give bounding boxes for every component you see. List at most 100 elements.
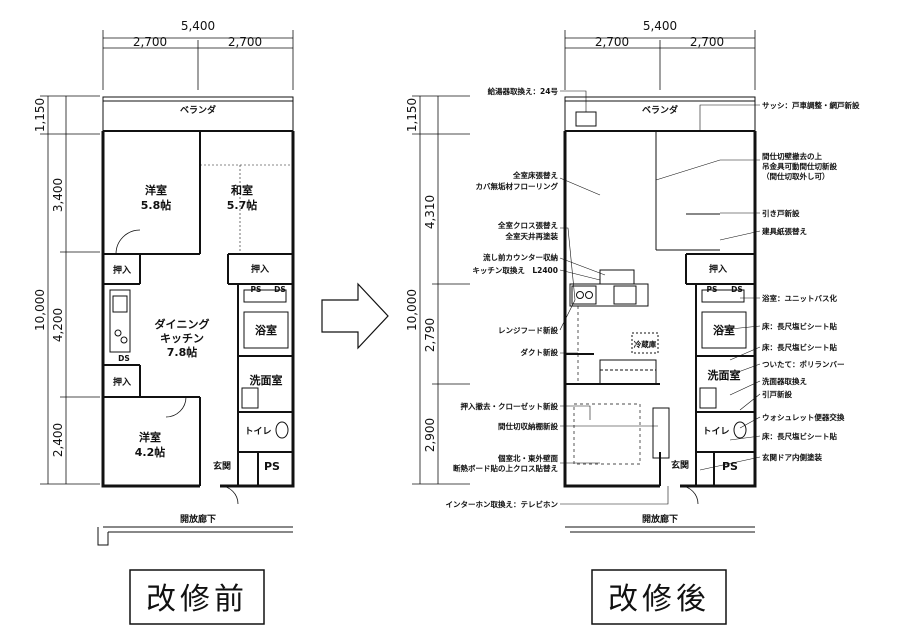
before-corridor-label: 開放廊下 xyxy=(180,513,216,525)
ann-right-0: サッシ：戸車調整・網戸新設 xyxy=(762,100,860,110)
before-oshiire2: 押入 xyxy=(251,263,269,275)
ann-right-3: （間仕切取外し可） xyxy=(762,171,830,181)
before-top-dimensions xyxy=(102,30,294,90)
before-washitsu-name: 和室 xyxy=(231,183,253,197)
after-corridor-label: 開放廊下 xyxy=(642,513,678,525)
after-texts: 5,400 2,700 2,700 1,150 4,310 10,000 2,7… xyxy=(405,19,860,617)
ann-left-1: 全室床張替え xyxy=(512,170,558,180)
after-side-dimensions xyxy=(412,95,470,485)
before-yoshitsu1-size: 5.8帖 xyxy=(141,198,172,212)
ann-left-10: 間仕切収納棚新設 xyxy=(498,421,558,431)
before-washitsu-size: 5.7帖 xyxy=(227,198,258,212)
before-tatami xyxy=(200,164,293,254)
before-oshiire3: 押入 xyxy=(113,376,131,388)
after-dim-left: 2,700 xyxy=(595,35,629,49)
before-dk-name2: キッチン xyxy=(160,332,204,345)
after-top-dimensions xyxy=(564,30,756,90)
before-dim-left: 2,700 xyxy=(133,35,167,49)
ann-left-8: ダクト新設 xyxy=(521,347,559,357)
before-bath-fixtures xyxy=(241,289,289,439)
ann-right-9: ついたて：ポリランバー xyxy=(762,359,845,369)
before-dk-size: 7.8帖 xyxy=(167,345,198,359)
before-dim-right: 2,700 xyxy=(228,35,262,49)
after-toilet-label: トイレ xyxy=(702,426,729,437)
after-leaders-left xyxy=(559,90,669,505)
before-dim-side-3: 4,200 xyxy=(51,308,65,342)
ann-right-14: 玄関ドア内側塗装 xyxy=(762,452,822,462)
before-walls xyxy=(101,130,295,488)
after-oshiire: 押入 xyxy=(709,263,727,275)
ann-left-11: 個室北・東外壁面 xyxy=(497,453,558,463)
before-dim-total: 5,400 xyxy=(181,19,215,33)
ann-left-6: キッチン取換え L2400 xyxy=(472,265,558,275)
before-interior-walls xyxy=(103,131,293,486)
before-washroom-label: 洗面室 xyxy=(250,373,283,387)
before-kitchen-fixtures xyxy=(109,289,131,353)
ann-right-6: 浴室：ユニットバス化 xyxy=(762,293,837,303)
before-dim-side-0: 1,150 xyxy=(33,98,47,132)
before-dk-name1: ダイニング xyxy=(155,317,210,331)
after-bath-label: 浴室 xyxy=(713,323,735,337)
after-caption: 改修後 xyxy=(608,582,710,617)
before-doors xyxy=(115,229,239,505)
ann-right-1: 間仕切壁撤去の上 xyxy=(762,151,822,161)
before-ds-small: DS xyxy=(118,354,130,363)
before-oshiire1: 押入 xyxy=(113,264,131,276)
after-dashed-marks xyxy=(573,306,641,465)
ann-right-8: 床：長尺塩ビシート貼 xyxy=(762,342,837,352)
after-dim-side-3: 2,790 xyxy=(423,318,437,352)
plan-before xyxy=(40,30,295,625)
after-doors xyxy=(679,485,699,505)
ann-left-2: カバ無垢材フローリング xyxy=(476,181,559,191)
before-yoshitsu2-name: 洋室 xyxy=(139,430,161,444)
ann-left-5: 流し前カウンター収納 xyxy=(483,252,558,262)
ann-right-13: 床：長尺塩ビシート貼 xyxy=(762,431,837,441)
after-ps-box-label: PS xyxy=(722,460,738,473)
after-dim-total: 5,400 xyxy=(643,19,677,33)
ann-left-9: 押入撤去・クローゼット新設 xyxy=(461,401,559,411)
after-walls xyxy=(563,130,757,488)
before-yoshitsu1-name: 洋室 xyxy=(145,183,167,197)
ann-left-13: インターホン取換え：テレビホン xyxy=(446,499,559,509)
after-kitchen xyxy=(569,269,649,307)
before-veranda-label: ベランダ xyxy=(180,104,216,116)
after-dim-side-2: 10,000 xyxy=(405,289,419,331)
ann-left-12: 断熱ボード貼の上クロス貼替え xyxy=(453,463,558,473)
before-dim-side-2: 10,000 xyxy=(33,289,47,331)
after-fridge-label: 冷蔵庫 xyxy=(634,339,657,349)
ann-left-3: 全室クロス張替え xyxy=(497,220,558,230)
after-interior-walls xyxy=(565,253,755,486)
ann-left-7: レンジフード新設 xyxy=(498,325,558,335)
before-caption: 改修前 xyxy=(146,582,248,617)
after-closet xyxy=(599,332,670,459)
before-entrance-label: 玄関 xyxy=(213,460,231,472)
before-corridor xyxy=(97,526,293,546)
after-ps-label: PS xyxy=(707,285,718,294)
after-ds-label: DS xyxy=(731,285,743,294)
before-dim-side-1: 3,400 xyxy=(51,178,65,212)
arrow-icon xyxy=(321,282,389,350)
ann-right-11: 引戸新設 xyxy=(762,389,792,399)
after-caption-frame xyxy=(591,569,727,625)
after-dim-side-4: 2,900 xyxy=(423,418,437,452)
ann-left-0: 給湯器取換え：24号 xyxy=(488,86,559,96)
ann-right-2: 吊金具可動間仕切新設 xyxy=(762,161,837,171)
before-texts: 5,400 2,700 2,700 1,150 3,400 10,000 4,2… xyxy=(33,19,286,617)
after-corridor xyxy=(565,526,755,533)
before-bath-label: 浴室 xyxy=(255,323,277,337)
before-side-dimensions xyxy=(40,95,100,485)
after-dim-side-1: 4,310 xyxy=(423,195,437,229)
after-movable-partition xyxy=(655,131,720,251)
after-entrance-label: 玄関 xyxy=(671,459,689,471)
ann-left-4: 全室天井再塗装 xyxy=(505,231,559,241)
after-dim-right: 2,700 xyxy=(690,35,724,49)
ann-right-12: ウォシュレット便器交換 xyxy=(762,412,845,422)
before-dim-side-4: 2,400 xyxy=(51,423,65,457)
after-washroom-label: 洗面室 xyxy=(708,368,741,382)
after-bath-fixtures xyxy=(699,289,747,439)
ann-right-5: 建具紙張替え xyxy=(761,226,807,236)
plan-after xyxy=(412,30,761,625)
after-leaders-right xyxy=(655,104,761,471)
